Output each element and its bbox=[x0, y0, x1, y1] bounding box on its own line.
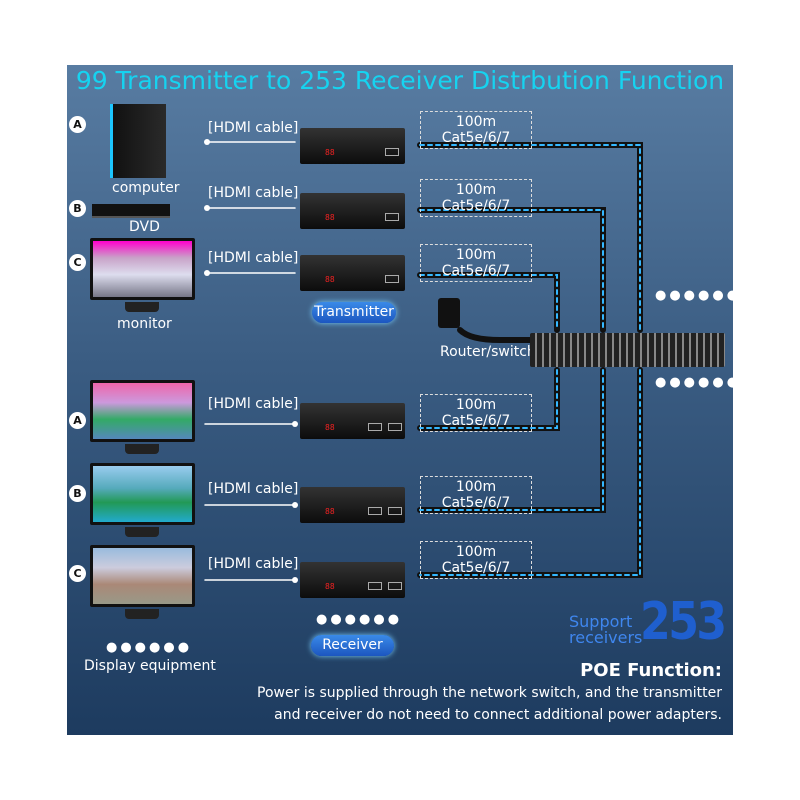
monitor-stand bbox=[125, 444, 159, 454]
network-cable-label: 100m Cat5e/6/7 bbox=[420, 244, 532, 282]
monitor-stand bbox=[125, 609, 159, 619]
more-dots: ●●●●●● bbox=[106, 640, 193, 655]
transmitter-device: 88 bbox=[300, 193, 405, 229]
more-dots: ●●●●●● bbox=[655, 375, 742, 390]
network-cable-label: 100m Cat5e/6/7 bbox=[420, 541, 532, 579]
monitor-stand bbox=[125, 527, 159, 537]
more-dots: ●●●●●● bbox=[316, 612, 403, 627]
transmitter-pill: Transmitter bbox=[312, 302, 396, 323]
network-switch-icon bbox=[530, 333, 725, 367]
poe-line2: and receiver do not need to connect addi… bbox=[274, 707, 722, 723]
network-cable-label: 100m Cat5e/6/7 bbox=[420, 394, 532, 432]
computer-label: computer bbox=[112, 180, 180, 196]
monitor-stand bbox=[125, 302, 159, 312]
support-line1: Support bbox=[569, 612, 633, 631]
transmitter-device: 88 bbox=[300, 255, 405, 291]
monitor-icon bbox=[90, 238, 195, 300]
display-monitor-icon bbox=[90, 545, 195, 607]
hdmi-cable-label: [HDMl cable] bbox=[208, 481, 299, 497]
network-cable-label: 100m Cat5e/6/7 bbox=[420, 179, 532, 217]
dvd-label: DVD bbox=[129, 219, 160, 235]
dvd-player-icon bbox=[92, 204, 170, 218]
badge-c: C bbox=[69, 254, 86, 271]
receiver-device: 88 bbox=[300, 562, 405, 598]
network-cable-label: 100m Cat5e/6/7 bbox=[420, 111, 532, 149]
router-switch-label: Router/switch bbox=[440, 344, 536, 360]
power-adapter-icon bbox=[438, 298, 460, 328]
diagram-title: 99 Transmitter to 253 Receiver Distrbuti… bbox=[75, 66, 725, 95]
support-line2: receivers bbox=[569, 628, 643, 647]
poe-heading: POE Function: bbox=[580, 660, 722, 681]
hdmi-cable-label: [HDMl cable] bbox=[208, 120, 299, 136]
poe-line1: Power is supplied through the network sw… bbox=[257, 685, 722, 701]
badge-b: B bbox=[69, 485, 86, 502]
hdmi-cable-label: [HDMl cable] bbox=[208, 396, 299, 412]
badge-b: B bbox=[69, 200, 86, 217]
display-monitor-icon bbox=[90, 463, 195, 525]
badge-a: A bbox=[69, 412, 86, 429]
badge-c: C bbox=[69, 565, 86, 582]
monitor-label: monitor bbox=[117, 316, 172, 332]
receiver-count: 253 bbox=[640, 592, 727, 652]
receiver-device: 88 bbox=[300, 487, 405, 523]
hdmi-cable-label: [HDMl cable] bbox=[208, 250, 299, 266]
hdmi-cable-label: [HDMl cable] bbox=[208, 185, 299, 201]
display-monitor-icon bbox=[90, 380, 195, 442]
badge-a: A bbox=[69, 116, 86, 133]
receiver-device: 88 bbox=[300, 403, 405, 439]
more-dots: ●●●●●● bbox=[655, 288, 742, 303]
receiver-pill: Receiver bbox=[311, 635, 394, 656]
computer-icon bbox=[110, 104, 166, 178]
transmitter-device: 88 bbox=[300, 128, 405, 164]
hdmi-cable-label: [HDMl cable] bbox=[208, 556, 299, 572]
network-cable-label: 100m Cat5e/6/7 bbox=[420, 476, 532, 514]
display-equipment-label: Display equipment bbox=[84, 658, 216, 674]
support-text: Support receivers bbox=[569, 614, 642, 646]
